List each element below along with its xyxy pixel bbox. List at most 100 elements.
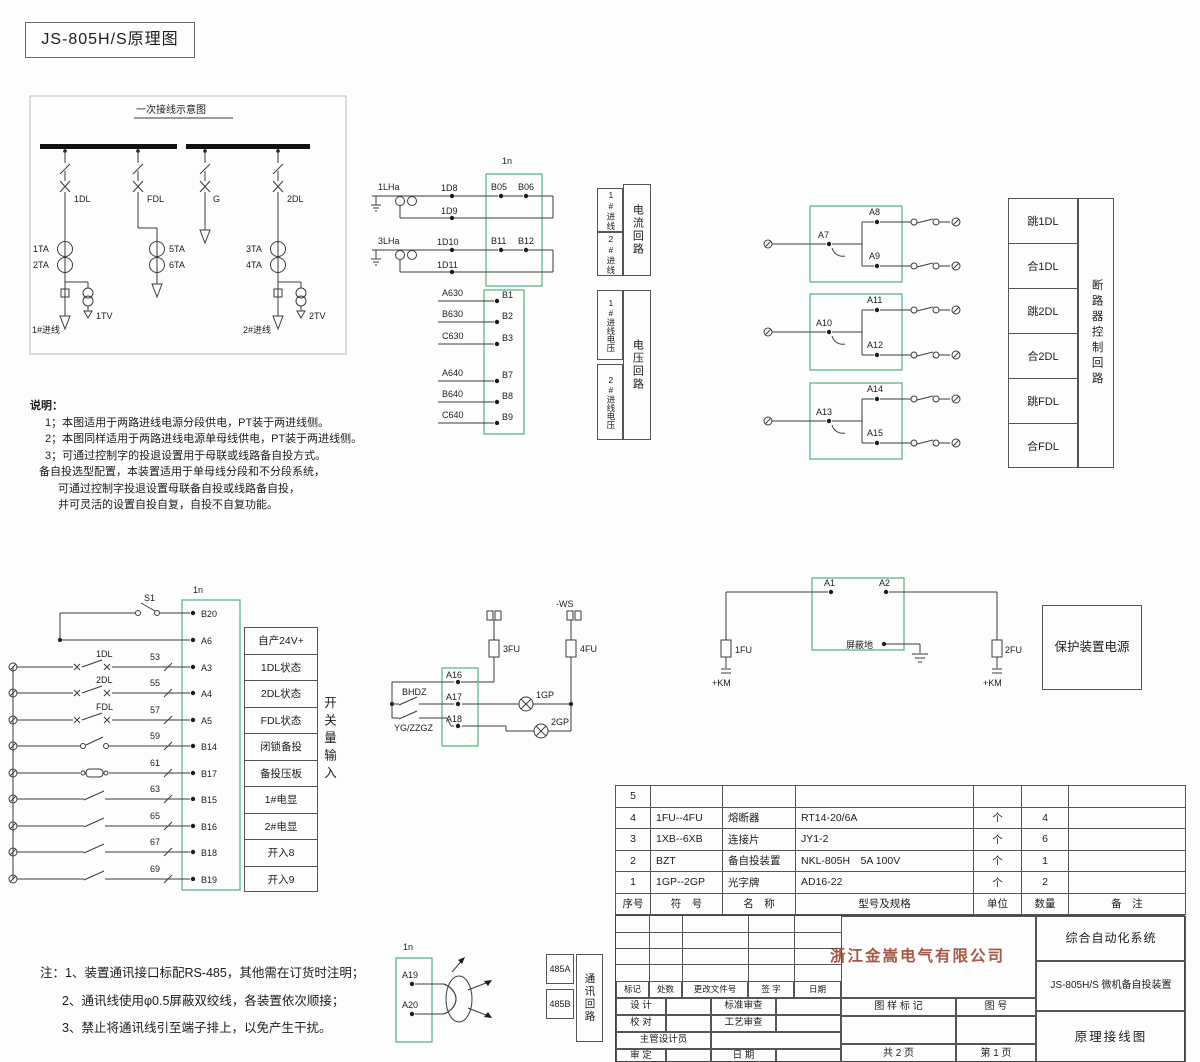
- note-line: 可通过控制字投退设置母联备自投或线路备自投，: [58, 482, 300, 495]
- primary-diagram: 一次接线示意图 1DL 1TA 2TA 1TV 1#进线: [29, 95, 347, 355]
- input-row-67: 67: [8, 837, 190, 857]
- twisted-pair-cable: [415, 957, 492, 1023]
- contact-bhdz-label: BHDZ: [402, 687, 427, 697]
- input-label-6: 1#电显: [245, 787, 317, 814]
- terminal-a1: A1: [824, 578, 835, 588]
- output-circuit: A7 A8 A9 A10 A11 A12 A13 A14: [763, 205, 961, 460]
- terminal-b2: B2: [502, 311, 513, 321]
- terminal-b15: B15: [201, 795, 217, 805]
- cell-blank: [956, 1016, 1036, 1044]
- terminal-1d9: 1D9: [441, 206, 458, 216]
- signal-contacts: BHDZ YG/ZZGZ: [390, 681, 454, 733]
- contact-a15-label: A15: [867, 428, 883, 438]
- ct-1lha-label: 1LHa: [378, 182, 400, 192]
- notes-block: 说明： 1；本图适用于两路进线电源分段供电，PT装于两进线侧。 2；本图同样适用…: [30, 398, 375, 514]
- wire-a630: A630: [442, 288, 463, 298]
- terminal-b12: B12: [518, 236, 534, 246]
- relay-group-1: A7 A8 A9: [763, 205, 903, 283]
- ct-5ta-symbol: [149, 241, 165, 257]
- incoming-arrow-2: [272, 315, 284, 331]
- rev-sign-header: 签 字: [748, 981, 794, 998]
- incoming-1-label: 1#进线: [32, 324, 60, 335]
- fn-trip-2dl: 跳2DL: [1009, 289, 1077, 334]
- relay-group-2: A10 A11 A12: [763, 293, 903, 371]
- fuse-4fu: 4FU: [565, 620, 597, 731]
- feeder-g-label: G: [213, 194, 220, 204]
- ct-3lha-label: 3LHa: [378, 236, 400, 246]
- terminal-b16: B16: [201, 822, 217, 832]
- wire-c630: C630: [442, 331, 464, 341]
- ct-1lha: 1LHa 1D8 B05 B06 1D9: [371, 182, 554, 221]
- signal-circuit: -WS 3FU 4FU A16 A17 A18 BHDZ YG/ZZGZ 1GP: [390, 599, 597, 747]
- wire-c640: C640: [442, 410, 464, 420]
- drawing-name-label: 原理接线图: [1036, 1011, 1186, 1062]
- wire-num-57: 57: [150, 705, 160, 715]
- cell-blank: [666, 1015, 711, 1032]
- voltage-group2-label: 2#进线电压: [597, 364, 623, 440]
- ct-1ta-label: 1TA: [33, 244, 49, 254]
- wire-num-61: 61: [150, 758, 160, 768]
- notes-heading: 说明：: [30, 400, 63, 412]
- input-label-5: 备投压板: [245, 761, 317, 787]
- km-plus-label-1: +KM: [712, 678, 731, 688]
- fn-close-1dl: 合1DL: [1009, 244, 1077, 289]
- note-line: 2；本图同样适用于两路进线电源单母线供电，PT装于两进线侧。: [45, 433, 363, 445]
- aux-contact-fdl: FDL: [96, 702, 113, 712]
- port-485b-label: 485B: [546, 989, 574, 1019]
- primary-title: 一次接线示意图: [136, 103, 206, 116]
- bus-bar-2: [186, 144, 310, 149]
- voltage-terminal-block: [483, 289, 525, 435]
- incoming-2-label: 2#进线: [243, 324, 271, 335]
- wire-b640: B640: [442, 389, 463, 399]
- terminal-b17: B17: [201, 769, 217, 779]
- wire-num-67: 67: [150, 837, 160, 847]
- cell-blank: [776, 1015, 841, 1032]
- input-terminals: B20 A6 A3 A4 A5 B14 B17 B15 B16 B18 B19: [190, 609, 217, 885]
- terminal-a2: A2: [879, 578, 890, 588]
- input-label-0: 自产24V+: [245, 628, 317, 655]
- table-header-row: 序号符 号名 称型号及规格单位数量备 注: [615, 892, 1186, 915]
- lamp-1gp-label: 1GP: [536, 690, 554, 700]
- input-label-8: 开入8: [245, 840, 317, 867]
- protection-power-label: 保护装置电源: [1042, 605, 1142, 690]
- ct-2ta-symbol: [57, 257, 73, 273]
- lamp-2gp-label: 2GP: [551, 717, 569, 727]
- system-name-label: 综合自动化系统: [1036, 916, 1186, 961]
- note-line: 备自投选型配置，本装置适用于单母线分段和不分段系统，: [39, 466, 325, 478]
- plug-label: 1n: [403, 942, 413, 952]
- input-row-fdl: FDL 57: [8, 702, 190, 725]
- title-block: 标记 处数 更改文件号 签 字 日期 设 计 标准审查 校 对 工艺审查 主管设…: [615, 915, 1186, 1062]
- coil-a7-label: A7: [818, 230, 829, 240]
- current-terminal-block: [485, 173, 543, 287]
- wire-num-63: 63: [150, 784, 160, 794]
- rev-docno-header: 更改文件号: [682, 981, 748, 998]
- input-circuit: 1n S1 1DL 53 2DL 55: [8, 585, 241, 891]
- contact-yg-label: YG/ZZGZ: [394, 723, 433, 733]
- note-line: 并可灵活的设置自投自复，自投不自复功能。: [58, 499, 278, 511]
- fuse-1fu: 1FU +KM: [712, 591, 828, 688]
- bottom-note-line: 注：1、装置通讯接口标配RS-485，其他需在订货时注明；: [40, 966, 365, 980]
- rev-count-header: 处数: [649, 981, 682, 998]
- aux-contact-2dl: 2DL: [96, 675, 113, 685]
- breaker-fdl-label: FDL: [147, 194, 164, 204]
- input-label-1: 1DL状态: [245, 655, 317, 681]
- fuse-3fu: 3FU: [461, 620, 520, 683]
- feeder-fdl: FDL 5TA 6TA: [132, 149, 185, 299]
- table-row: 5: [615, 785, 1186, 808]
- wire-num-59: 59: [150, 731, 160, 741]
- ct-6ta-symbol: [149, 257, 165, 273]
- feeder-arrow-g: [199, 229, 211, 245]
- fn-trip-fdl: 跳FDL: [1009, 379, 1077, 424]
- bus-bar-1: [40, 144, 177, 149]
- terminal-b14: B14: [201, 742, 217, 752]
- rev-mark-header: 标记: [616, 981, 649, 998]
- incoming-arrow-1: [59, 315, 71, 331]
- terminal-a5: A5: [201, 716, 212, 726]
- terminal-b11: B11: [491, 236, 506, 246]
- contact-a8-label: A8: [869, 207, 880, 217]
- terminal-1d10: 1D10: [437, 237, 459, 247]
- ct-5ta-label: 5TA: [169, 244, 185, 254]
